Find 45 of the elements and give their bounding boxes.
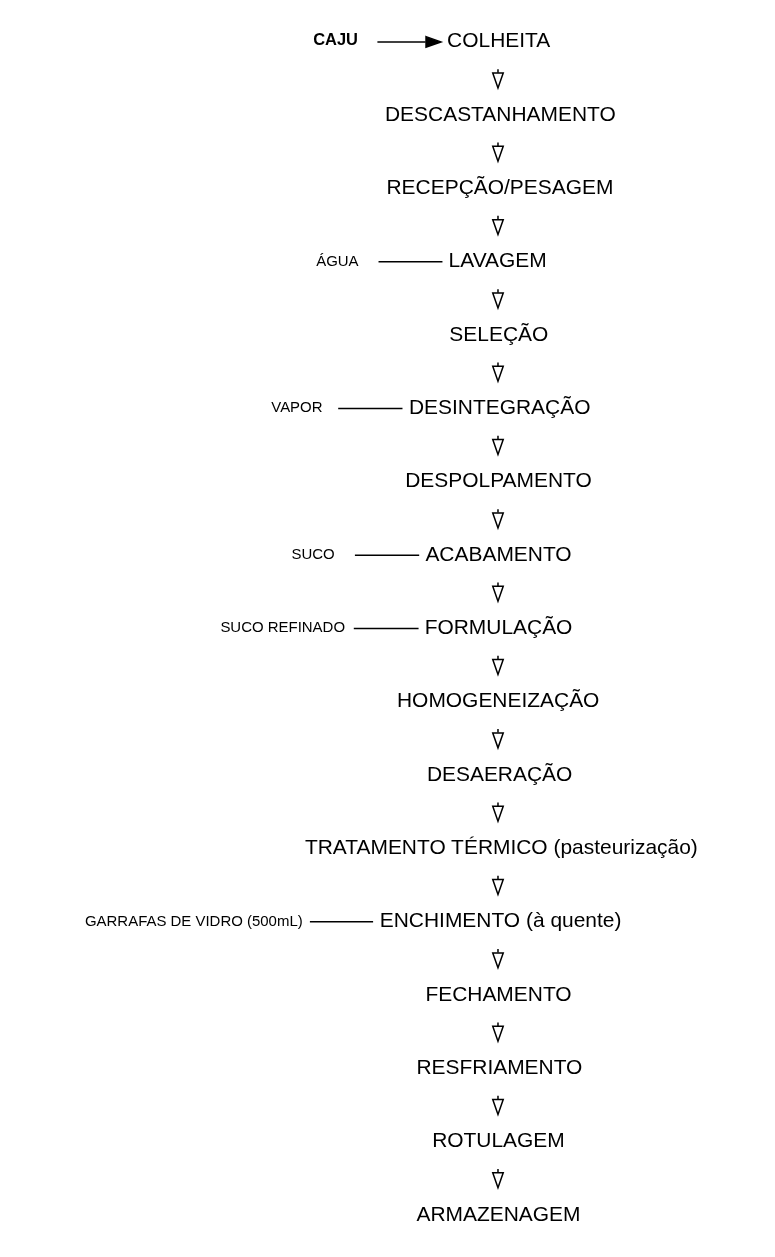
arrow: [376, 35, 443, 49]
node-text: CAJU: [312, 29, 358, 48]
node-text: ROTULAGEM: [431, 1128, 565, 1152]
node-text: SUCO REFINADO: [219, 618, 345, 636]
arrow: [491, 801, 504, 824]
node-text: ACABAMENTO: [424, 541, 572, 565]
node-text: VAPOR: [270, 398, 323, 416]
node-text: FECHAMENTO: [424, 981, 572, 1005]
node-text: GARRAFAS DE VIDRO (500mL): [84, 911, 303, 929]
arrow: [491, 288, 504, 311]
connector: [308, 921, 374, 923]
node-text: DESINTEGRAÇÃO: [408, 395, 590, 419]
connector: [353, 554, 420, 556]
node-text: TRATAMENTO TÉRMICO (pasteurização): [304, 835, 698, 859]
node-text: RECEPÇÃO/PESAGEM: [386, 175, 613, 199]
node-text: COLHEITA: [446, 28, 550, 52]
arrow: [491, 655, 504, 677]
arrow: [491, 1021, 504, 1044]
node-text: SUCO: [290, 544, 335, 562]
connector: [336, 407, 403, 410]
arrow: [491, 68, 504, 91]
arrow: [491, 948, 504, 971]
node-text: ARMAZENAGEM: [415, 1201, 580, 1225]
node-text: LAVAGEM: [448, 248, 547, 272]
node-text: SELEÇÃO: [448, 321, 548, 345]
node-text: RESFRIAMENTO: [415, 1054, 582, 1078]
node-text: ENCHIMENTO (à quente): [379, 908, 621, 932]
node-text: DESPOLPAMENTO: [404, 468, 592, 492]
connector: [352, 627, 419, 630]
arrow: [491, 581, 504, 604]
node-text: ÁGUA: [315, 251, 359, 269]
node-text: FORMULAÇÃO: [424, 615, 572, 639]
arrow: [491, 435, 504, 457]
arrow: [491, 1095, 504, 1117]
arrow: [491, 141, 504, 164]
arrow: [491, 875, 504, 897]
connector: [377, 261, 443, 263]
node-text: DESAERAÇÃO: [426, 761, 572, 785]
arrow: [491, 728, 504, 751]
arrow: [491, 361, 504, 384]
arrow: [491, 1168, 504, 1191]
node-text: HOMOGENEIZAÇÃO: [396, 688, 599, 712]
node-text: DESCASTANHAMENTO: [384, 101, 616, 125]
arrow: [491, 508, 504, 531]
arrow: [491, 215, 504, 237]
